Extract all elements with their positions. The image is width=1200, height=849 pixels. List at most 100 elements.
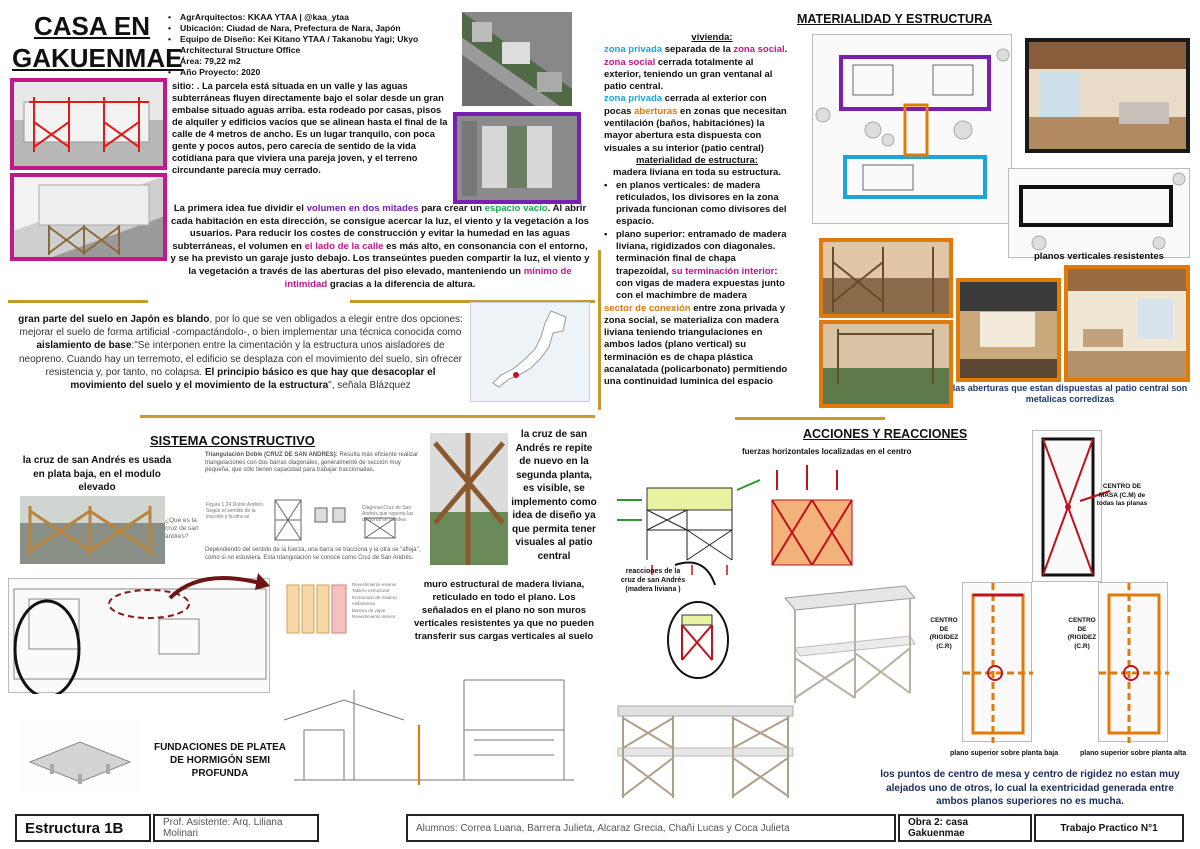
materialidad-text: vivienda: zona privada separada de la zo…	[604, 32, 790, 389]
info-area: Área: 79,22 m2	[168, 56, 458, 67]
nara-location-marker	[513, 372, 519, 378]
cruz-photo-illustration	[28, 506, 152, 556]
reacciones-text: reacciones de la cruz de san Andrés (mad…	[620, 568, 686, 593]
force-diagrams	[617, 465, 853, 575]
interior-photo-living	[1025, 38, 1190, 153]
courtyard-plants-illustration	[837, 329, 934, 384]
aberturas-caption: las aberturas que estan dispuestas al pa…	[952, 383, 1188, 404]
conclusion-text: los puntos de centro de mesa y centro de…	[880, 769, 1180, 807]
wall-layers-legend: Revestimiento exterior Tablero estructur…	[352, 582, 397, 620]
japan-map	[470, 302, 590, 402]
dark-red-arrow	[168, 573, 270, 600]
footer-course: Estructura 1B	[15, 814, 151, 842]
cruz-text-1: la cruz de san Andrés es usada en plata …	[22, 455, 172, 493]
centro-masa-label: CENTRO DE MASA (C.M) de todas las planas	[1096, 483, 1148, 507]
footer-professor: Prof. Asistente: Arq. Liliana Molinari	[153, 814, 319, 842]
vivienda-label: vivienda:	[691, 32, 733, 43]
aerial-photo-context	[462, 12, 572, 106]
courtyard-illustration	[832, 247, 934, 312]
title-line-2: GAKUENMAE	[12, 43, 183, 73]
bedroom-illustration	[1083, 299, 1173, 347]
info-year: Año Proyecto: 2020	[168, 67, 458, 78]
rigidity-plan-ground	[962, 582, 1033, 743]
title-line-1: CASA EN	[33, 11, 151, 41]
cruz-text-2: la cruz de san Andrés re repite de nuevo…	[511, 429, 597, 562]
centro-rigidez-label-1: CENTRO DE (RIGIDEZ (C.R)	[929, 617, 959, 650]
living-room-illustration	[1039, 72, 1169, 124]
frame-right	[771, 465, 853, 566]
exterior-photo-street	[10, 173, 167, 261]
footer-obra: Obra 2: casa Gakuenmae	[898, 814, 1032, 842]
house-red-structure-illustration	[23, 97, 150, 152]
fundaciones-text: FUNDACIONES DE PLATEA DE HORMIGÓN SEMI P…	[153, 742, 287, 779]
structural-model-3d	[765, 578, 925, 710]
ground-floor-plan	[8, 578, 270, 699]
fuerzas-text: fuerzas horizontales localizadas en el c…	[742, 447, 912, 456]
courtyard-photo-top	[819, 238, 953, 318]
aerial-photo-purple-frame	[453, 112, 581, 204]
floor-plan-lower	[1008, 168, 1190, 258]
footer-students: Alumnos: Correa Luana, Barrera Julieta, …	[406, 814, 896, 842]
fig-b-caption: Diagonal-Cruz de San Andrés que soporta …	[362, 505, 414, 523]
acciones-heading: ACCIONES Y REACCIONES	[803, 427, 968, 441]
courtyard-photo-bottom	[819, 320, 953, 408]
que-es-question: ¿Que es la cruz de san andres?	[165, 517, 199, 540]
center-arrow	[1079, 490, 1111, 502]
section-drawing-lines	[283, 679, 574, 785]
interior-photo-bedroom	[1064, 265, 1190, 382]
rigidity-plan-upper	[1098, 582, 1169, 743]
cruz-san-andres-photo	[20, 496, 165, 564]
interior-photo-night	[956, 278, 1061, 382]
highlight-ellipse	[13, 599, 81, 699]
gold-side-bar	[598, 250, 601, 410]
divider-gold-left-2	[350, 300, 595, 303]
project-info-list: AgrArquitectos: KKAA YTAA | @kaa_ytaa Ub…	[168, 12, 458, 78]
muro-text: muro estructural de madera liviana, reti…	[413, 579, 595, 642]
divider-gold-left	[8, 300, 148, 303]
triangulation-diagrams	[274, 499, 396, 541]
center-of-mass-plan	[1032, 430, 1102, 582]
wall-layers-drawing	[286, 584, 347, 634]
soil-paragraph: gran parte del suelo en Japón es blando,…	[18, 314, 463, 392]
model-3d-drawing	[784, 585, 916, 703]
floor-plan-lower-drawing	[1019, 172, 1186, 251]
plano-planta-alta-label: plano superior sobre planta alta	[1080, 750, 1187, 757]
triangulation-text: Triangulación Doble (CRUZ DE SAN ANDRES)…	[205, 452, 419, 473]
info-architects: AgrArquitectos: KKAA YTAA | @kaa_ytaa	[168, 12, 458, 23]
house-street-illustration	[38, 184, 150, 255]
divider-gold-right	[735, 417, 885, 420]
interior-night-illustration	[980, 312, 1035, 347]
floor-plan-drawing	[815, 48, 1010, 199]
rigidity-ground-drawing	[963, 583, 1033, 743]
frame-left	[617, 479, 761, 575]
center-of-mass-drawing	[1041, 437, 1095, 577]
page-title: CASA EN GAKUENMAE	[12, 10, 183, 74]
exterior-photo-red-frame	[10, 78, 167, 170]
wall-layers-diagram: Revestimiento exterior Tablero estructur…	[282, 580, 402, 638]
structural-model-photo	[608, 688, 798, 806]
cruz-closeup-photo	[430, 433, 508, 565]
cruz-closeup-illustration	[433, 433, 505, 565]
aerial-rooftops	[472, 22, 562, 92]
centro-rigidez-label-2: CENTRO DE (RIGIDEZ (C.R)	[1067, 617, 1097, 650]
triangulation-footnote: Dependiendo del sentido de la fuerza, un…	[205, 547, 421, 561]
divider-gold-left-3	[140, 415, 595, 418]
section-drawing	[274, 660, 594, 800]
rigidity-upper-drawing	[1099, 583, 1169, 743]
ground-floor-plan-drawing	[13, 588, 267, 699]
info-location: Ubicación: Ciudad de Nara, Prefectura de…	[168, 23, 458, 34]
aerial-house-illustration	[462, 121, 552, 196]
reactions-sketch	[667, 561, 729, 679]
floor-plan-zones	[812, 34, 1012, 224]
fig-a-caption: Figura 1.24 Doble Andrés. Según el senti…	[206, 502, 265, 520]
foundation-illustration	[28, 741, 132, 784]
model-photo-drawing	[617, 705, 794, 798]
foundation-render	[20, 722, 140, 790]
plano-planta-baja-label: plano superior sobre planta baja	[950, 750, 1059, 757]
site-description: sitio: . La parcela está situada en un v…	[172, 81, 448, 175]
planos-verticales-caption: planos verticales resistentes	[1034, 251, 1164, 262]
sistema-heading: SISTEMA CONSTRUCTIVO	[150, 433, 315, 448]
materialidad-heading: MATERIALIDAD Y ESTRUCTURA	[797, 12, 993, 26]
info-team: Equipo de Diseño: Kei Kitano YTAA / Taka…	[168, 34, 458, 56]
design-idea-paragraph: La primera idea fue dividir el volumen e…	[170, 203, 590, 290]
